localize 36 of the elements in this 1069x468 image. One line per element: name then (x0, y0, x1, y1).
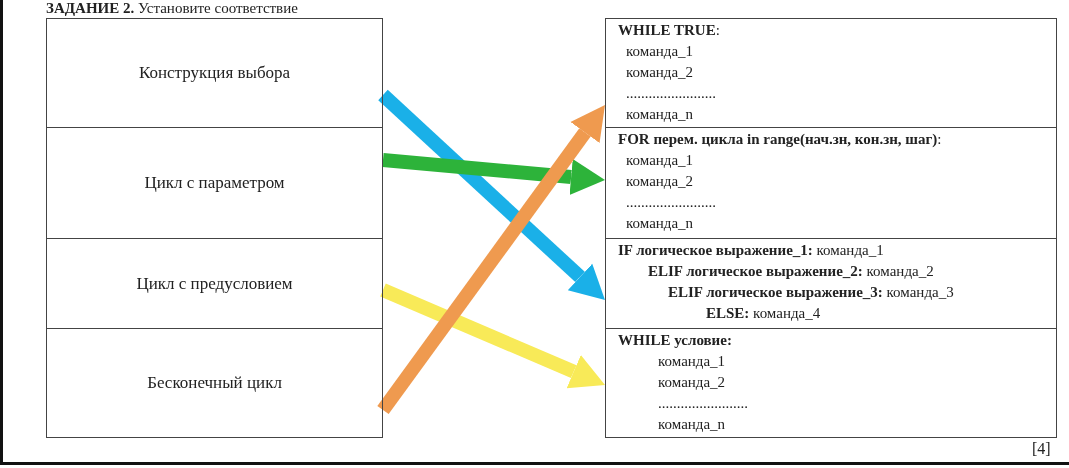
code-line: ........................ (626, 84, 716, 103)
table-cell (46, 18, 383, 128)
code-line: ........................ (626, 193, 716, 212)
code-line: IF логическое выражение_1: команда_1 (618, 241, 884, 260)
code-line: ELIF логическое выражение_3: команда_3 (668, 283, 954, 302)
arrow (380, 283, 605, 389)
table-cell (605, 127, 1057, 239)
code-line: ELSE: команда_4 (706, 304, 821, 323)
table-cell (605, 238, 1057, 329)
cell-label: Цикл с параметром (144, 173, 285, 193)
table-cell (46, 238, 383, 329)
cell-label: Конструкция выбора (138, 63, 291, 83)
table-cell (46, 127, 383, 239)
arrow (382, 153, 605, 195)
cell-label: Цикл с предусловием (136, 273, 293, 294)
code-line: команда_n (626, 105, 694, 124)
code-line: команда_n (626, 214, 694, 233)
code-line: WHILE TRUE: (618, 21, 720, 40)
arrow (378, 89, 605, 300)
table-cell (605, 328, 1057, 438)
code-line: команда_2 (658, 373, 726, 392)
code-line: команда_1 (626, 42, 694, 61)
table-cell (605, 18, 1057, 128)
cell-label: Бесконечный цикл (147, 373, 282, 393)
arrow (377, 105, 605, 415)
code-line: команда_n (658, 415, 726, 434)
code-line: команда_2 (626, 63, 694, 82)
title: ЗАДАНИЕ 2. Установите соответствие (46, 0, 298, 17)
code-line: FOR перем. цикла in range(нач.зн, кон.зн, шаг): (618, 130, 942, 149)
code-line: ........................ (658, 394, 748, 413)
code-line: ELIF логическое выражение_2: команда_2 (648, 262, 934, 281)
code-line: команда_1 (658, 352, 726, 371)
code-line: команда_1 (626, 151, 694, 170)
code-line: команда_2 (626, 172, 694, 191)
code-line: WHILE условие: (618, 331, 732, 350)
table-cell (46, 328, 383, 438)
